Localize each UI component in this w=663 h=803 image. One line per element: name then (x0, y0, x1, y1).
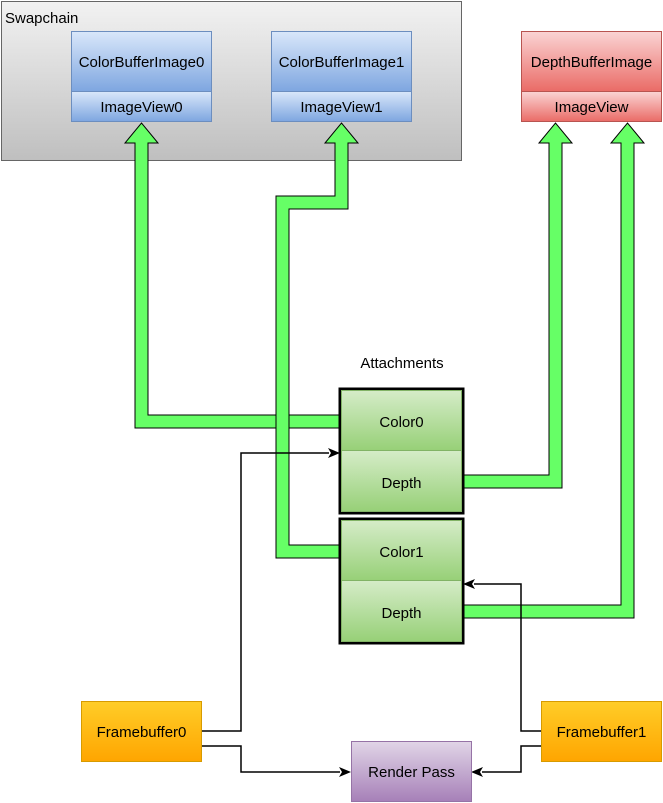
color-buffer-image-0-label: ColorBufferImage0 (79, 54, 205, 71)
depth-buffer-image-label: DepthBufferImage (531, 54, 652, 71)
color-buffer-image-0: ColorBufferImage0 ImageView0 (71, 31, 212, 122)
arrowhead-framebuffer0-to-attachments0 (328, 448, 340, 458)
image-view-0-label: ImageView0 (100, 99, 182, 116)
attachment-color0-label: Color0 (379, 414, 423, 431)
color-buffer-image-1-label: ColorBufferImage1 (279, 54, 405, 71)
connector-framebuffer1-to-renderpass (482, 745, 541, 773)
arrow-color1-to-imageview1 (275, 122, 360, 559)
framebuffer-0-label: Framebuffer0 (97, 724, 187, 741)
arrowhead-framebuffer0-to-renderpass (339, 767, 351, 777)
framebuffer-1: Framebuffer1 (541, 701, 662, 762)
depth-image-view-label: ImageView (555, 99, 629, 116)
attachments-title: Attachments (360, 355, 443, 372)
swapchain-label: Swapchain (5, 10, 78, 27)
arrow-depth0-to-depthview (462, 122, 574, 489)
attachment-color1-label: Color1 (379, 544, 423, 561)
attachment-depth1-label: Depth (381, 605, 421, 622)
connector-framebuffer1-to-attachments1 (474, 583, 541, 732)
arrowhead-framebuffer1-to-renderpass (471, 767, 483, 777)
framebuffer-0: Framebuffer0 (81, 701, 202, 762)
color-buffer-image-1: ColorBufferImage1 ImageView1 (271, 31, 412, 122)
connector-framebuffer0-to-renderpass (201, 745, 340, 773)
render-pass-label: Render Pass (368, 764, 455, 781)
arrow-depth1-to-depthview (462, 122, 646, 619)
image-view-1-label: ImageView1 (300, 99, 382, 116)
attachment-set-0: Color0 Depth (338, 387, 465, 515)
attachment-set-1: Color1 Depth (338, 517, 465, 645)
arrow-color0-to-imageview0 (123, 122, 342, 429)
render-pass: Render Pass (351, 741, 472, 802)
arrowhead-framebuffer1-to-attachments1 (463, 579, 475, 589)
depth-buffer-image: DepthBufferImage ImageView (521, 31, 662, 122)
connector-framebuffer0-to-attachments0 (201, 452, 329, 732)
attachment-depth0-label: Depth (381, 475, 421, 492)
framebuffer-1-label: Framebuffer1 (557, 724, 647, 741)
